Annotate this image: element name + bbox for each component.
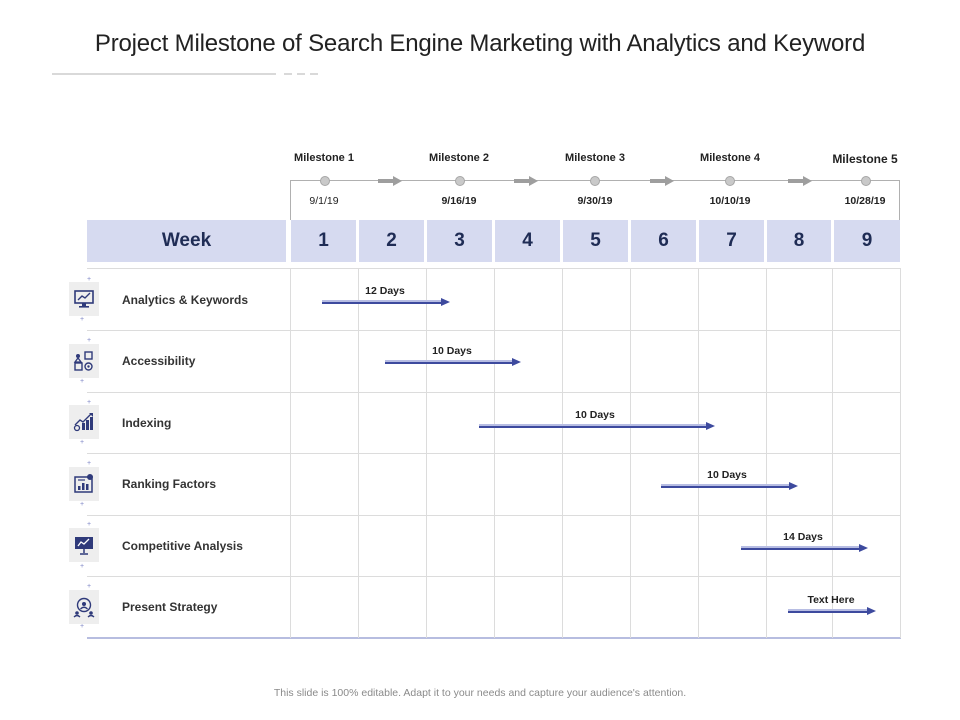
milestone-2-marker [455, 176, 465, 186]
week-3: 3 [427, 220, 492, 262]
plus-marker-icon: + [87, 583, 92, 590]
grid-column-line [494, 268, 495, 638]
grid-column-line [562, 268, 563, 638]
task-label: Ranking Factors [122, 477, 217, 491]
plus-marker-icon: + [87, 521, 92, 528]
bar-duration-label: Text Here [807, 594, 855, 606]
milestone-1-date: 9/1/19 [309, 195, 339, 207]
grid-column-line [630, 268, 631, 638]
milestone-5-marker [861, 176, 871, 186]
accessibility-icon [69, 344, 99, 378]
grid-bottom-line [87, 637, 901, 639]
grid-column-line [358, 268, 359, 638]
milestone-1-marker [320, 176, 330, 186]
indexing-chart-icon [69, 405, 99, 439]
team-strategy-icon [69, 590, 99, 624]
week-header-label: Week [87, 220, 286, 262]
title-dash [284, 73, 292, 75]
milestone-4-date: 10/10/19 [709, 195, 751, 207]
milestone-2-date: 9/16/19 [441, 195, 477, 207]
week-8: 8 [767, 220, 831, 262]
week-7: 7 [699, 220, 764, 262]
plus-marker-icon: + [87, 460, 92, 467]
task-label: Accessibility [122, 354, 196, 368]
milestone-arrow-icon [788, 176, 812, 186]
duration-bar [385, 358, 521, 366]
title-underline [52, 73, 276, 75]
duration-bar [788, 607, 876, 615]
grid-column-line [766, 268, 767, 638]
milestone-1-label: Milestone 1 [294, 152, 354, 164]
duration-bar [479, 422, 715, 430]
plus-marker-icon: + [87, 337, 92, 344]
week-5: 5 [563, 220, 628, 262]
footer-note: This slide is 100% editable. Adapt it to… [273, 687, 687, 699]
milestone-5-label: Milestone 5 [832, 152, 898, 166]
milestone-3-label: Milestone 3 [565, 152, 625, 164]
milestone-4-marker [725, 176, 735, 186]
milestone-arrow-icon [650, 176, 674, 186]
task-label: Analytics & Keywords [122, 293, 249, 307]
milestone-2-label: Milestone 2 [429, 152, 489, 164]
week-1: 1 [291, 220, 356, 262]
monitor-analytics-icon [69, 282, 99, 316]
grid-column-line [900, 268, 901, 638]
title-dash [297, 73, 305, 75]
plus-marker-icon: + [80, 316, 85, 323]
bar-duration-label: 10 Days [432, 345, 472, 357]
week-6: 6 [631, 220, 696, 262]
task-label: Competitive Analysis [122, 539, 243, 553]
milestone-5-date: 10/28/19 [844, 195, 886, 207]
week-9: 9 [834, 220, 900, 262]
bar-duration-label: 10 Days [707, 469, 747, 481]
plus-marker-icon: + [80, 439, 85, 446]
slide-title: Project Milestone of Search Engine Marke… [94, 30, 866, 57]
task-label: Present Strategy [122, 600, 218, 614]
plus-marker-icon: + [80, 501, 85, 508]
milestone-4-label: Milestone 4 [700, 152, 760, 164]
timeline-right-bracket [899, 180, 900, 220]
plus-marker-icon: + [80, 563, 85, 570]
milestone-arrow-icon [514, 176, 538, 186]
duration-bar [741, 544, 868, 552]
bar-duration-label: 12 Days [365, 285, 405, 297]
week-4: 4 [495, 220, 560, 262]
milestone-3-marker [590, 176, 600, 186]
bar-duration-label: 14 Days [783, 531, 823, 543]
grid-column-line [832, 268, 833, 638]
task-label: Indexing [122, 416, 172, 430]
week-2: 2 [359, 220, 424, 262]
milestone-arrow-icon [378, 176, 402, 186]
plus-marker-icon: + [87, 276, 92, 283]
plus-marker-icon: + [80, 623, 85, 630]
grid-column-line [698, 268, 699, 638]
presentation-board-icon [69, 528, 99, 562]
milestone-3-date: 9/30/19 [577, 195, 613, 207]
duration-bar [322, 298, 450, 306]
grid-column-line [426, 268, 427, 638]
ranking-report-icon [69, 467, 99, 501]
timeline-left-bracket [290, 180, 291, 220]
plus-marker-icon: + [80, 378, 85, 385]
plus-marker-icon: + [87, 399, 92, 406]
grid-column-line [290, 268, 291, 638]
title-dash [310, 73, 318, 75]
bar-duration-label: 10 Days [575, 409, 615, 421]
duration-bar [661, 482, 798, 490]
